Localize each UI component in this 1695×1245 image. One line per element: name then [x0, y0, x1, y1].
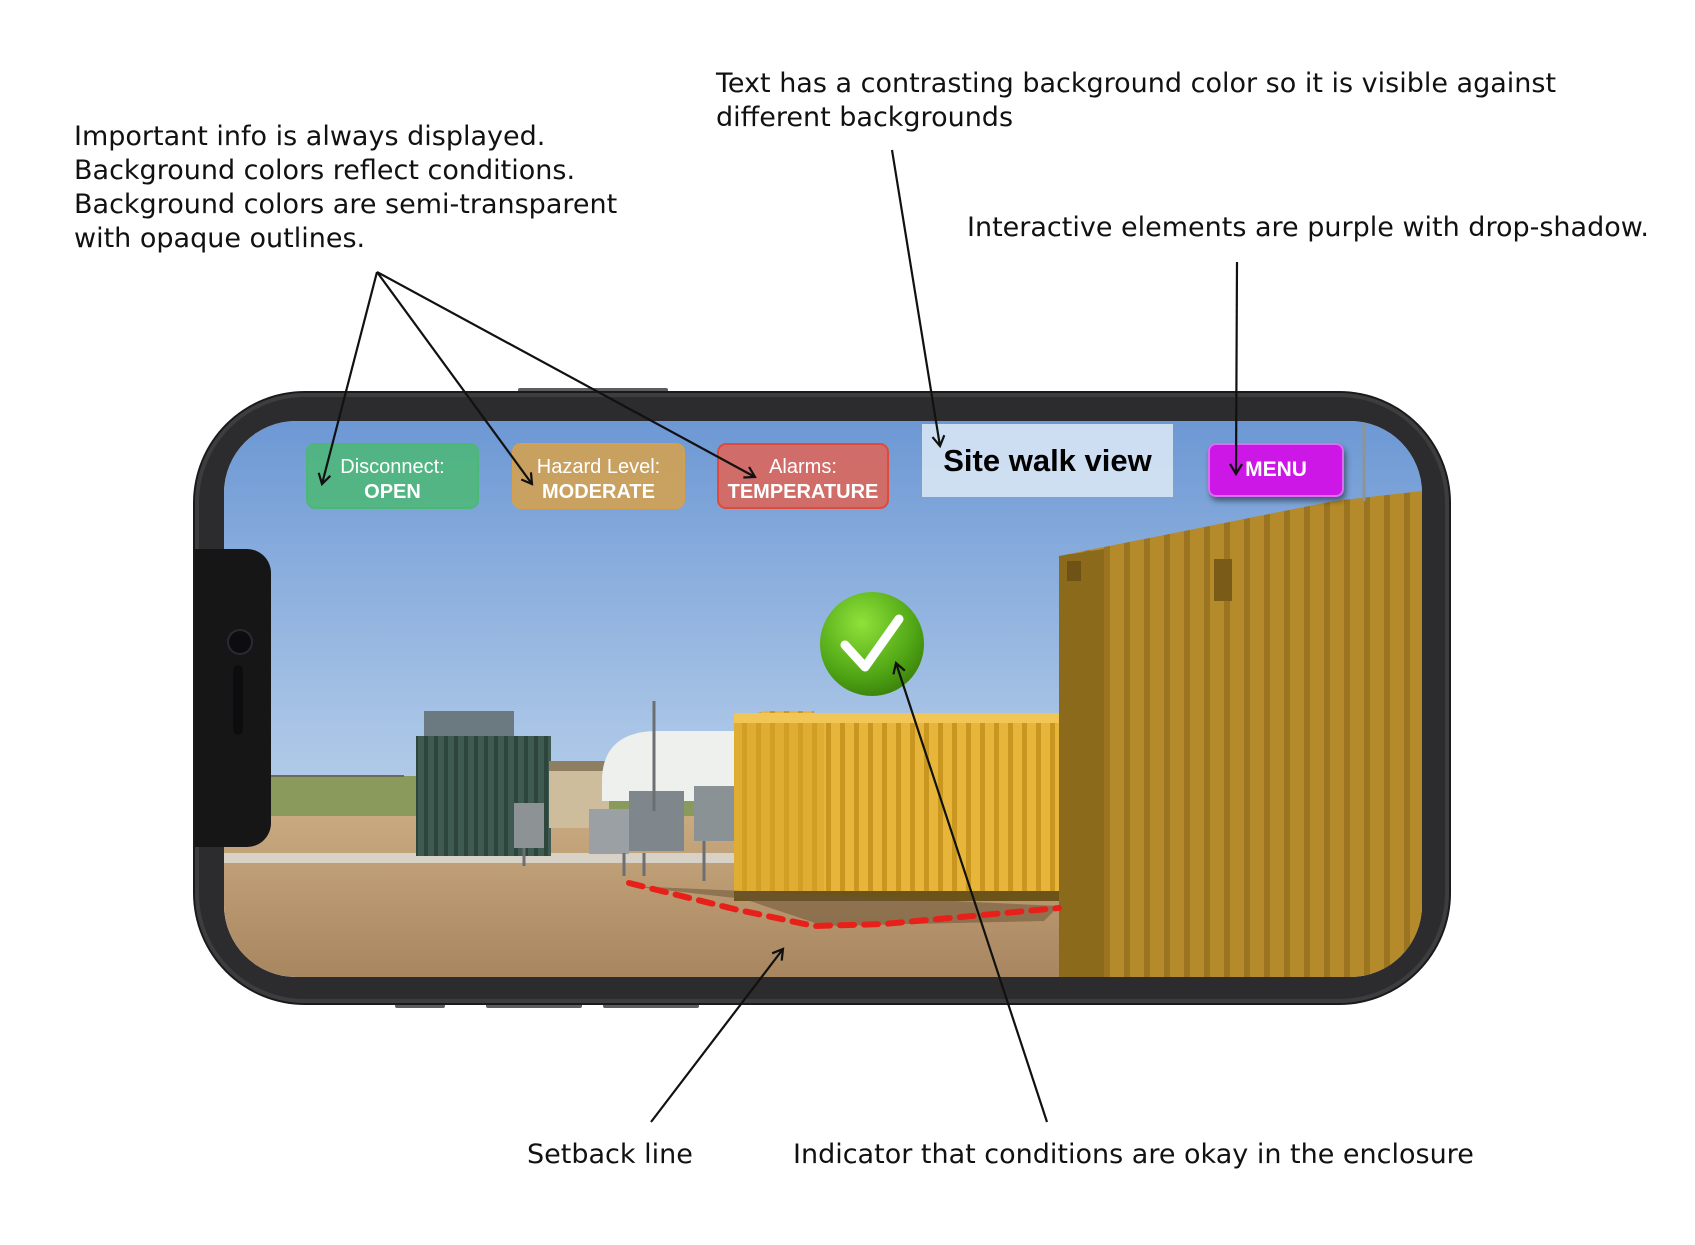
phone-bottom-button — [486, 1003, 582, 1008]
phone-bottom-button — [603, 1003, 699, 1008]
ok-indicator — [820, 592, 924, 696]
annotation-line: Background colors are semi-transparent — [74, 189, 618, 220]
annotation-line: Text has a contrasting background color … — [716, 68, 1557, 99]
annotation-line: with opaque outlines. — [74, 223, 366, 254]
status-chip-hazard: Hazard Level: MODERATE — [512, 443, 685, 509]
camera-icon — [229, 631, 251, 653]
annotation-setback: Setback line — [527, 1139, 693, 1170]
status-value: OPEN — [364, 481, 421, 503]
status-value: TEMPERATURE — [727, 481, 879, 503]
status-chip-disconnect: Disconnect: OPEN — [306, 443, 479, 509]
status-label: Alarms: — [769, 456, 837, 478]
annotation-important-info: Important info is always displayed. Back… — [74, 120, 617, 256]
annotation-line: Important info is always displayed. — [74, 121, 546, 152]
phone-notch — [195, 549, 271, 847]
view-title: Site walk view — [922, 424, 1173, 497]
annotation-indicator: Indicator that conditions are okay in th… — [793, 1139, 1474, 1170]
status-label: Hazard Level: — [536, 456, 661, 478]
phone-bottom-button — [395, 1003, 445, 1008]
checkmark-icon — [840, 614, 904, 672]
menu-button[interactable]: MENU — [1208, 443, 1344, 497]
annotation-contrast: Text has a contrasting background color … — [716, 67, 1556, 135]
annotation-line: different backgrounds — [716, 102, 1014, 133]
status-label: Disconnect: — [340, 456, 445, 478]
annotation-line: Background colors reflect conditions. — [74, 155, 576, 186]
status-chip-alarms: Alarms: TEMPERATURE — [717, 443, 889, 509]
status-value: MODERATE — [542, 481, 655, 503]
annotation-interactive: Interactive elements are purple with dro… — [967, 212, 1649, 243]
speaker-icon — [233, 665, 243, 735]
